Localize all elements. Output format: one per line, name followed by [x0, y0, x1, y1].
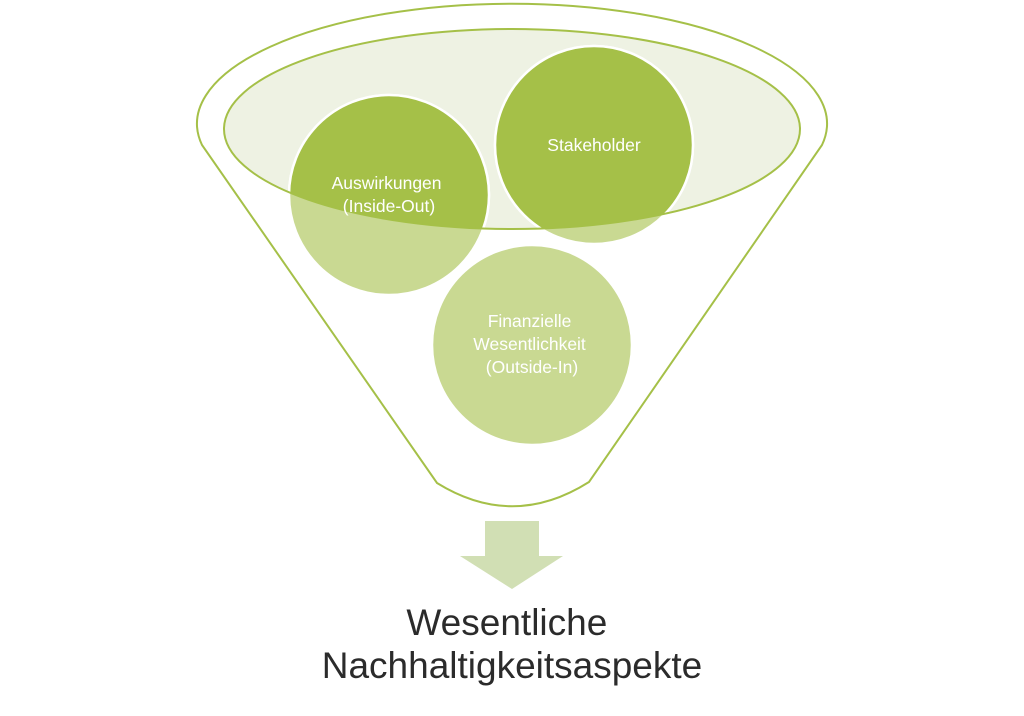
- label-impact: Auswirkungen (Inside-Out): [332, 173, 447, 216]
- circles-dark-layer: [287, 44, 695, 229]
- label-financial: Finanzielle Wesentlichkeit (Outside-In): [473, 311, 590, 377]
- result-label: Wesentliche Nachhaltigkeitsaspekte: [322, 602, 703, 686]
- funnel-outline: [196, 2, 828, 508]
- circle-financial: [430, 243, 634, 447]
- funnel-mouth-outline: [223, 28, 801, 230]
- label-stakeholder: Stakeholder: [547, 135, 641, 155]
- arrow-down-icon: [460, 521, 563, 589]
